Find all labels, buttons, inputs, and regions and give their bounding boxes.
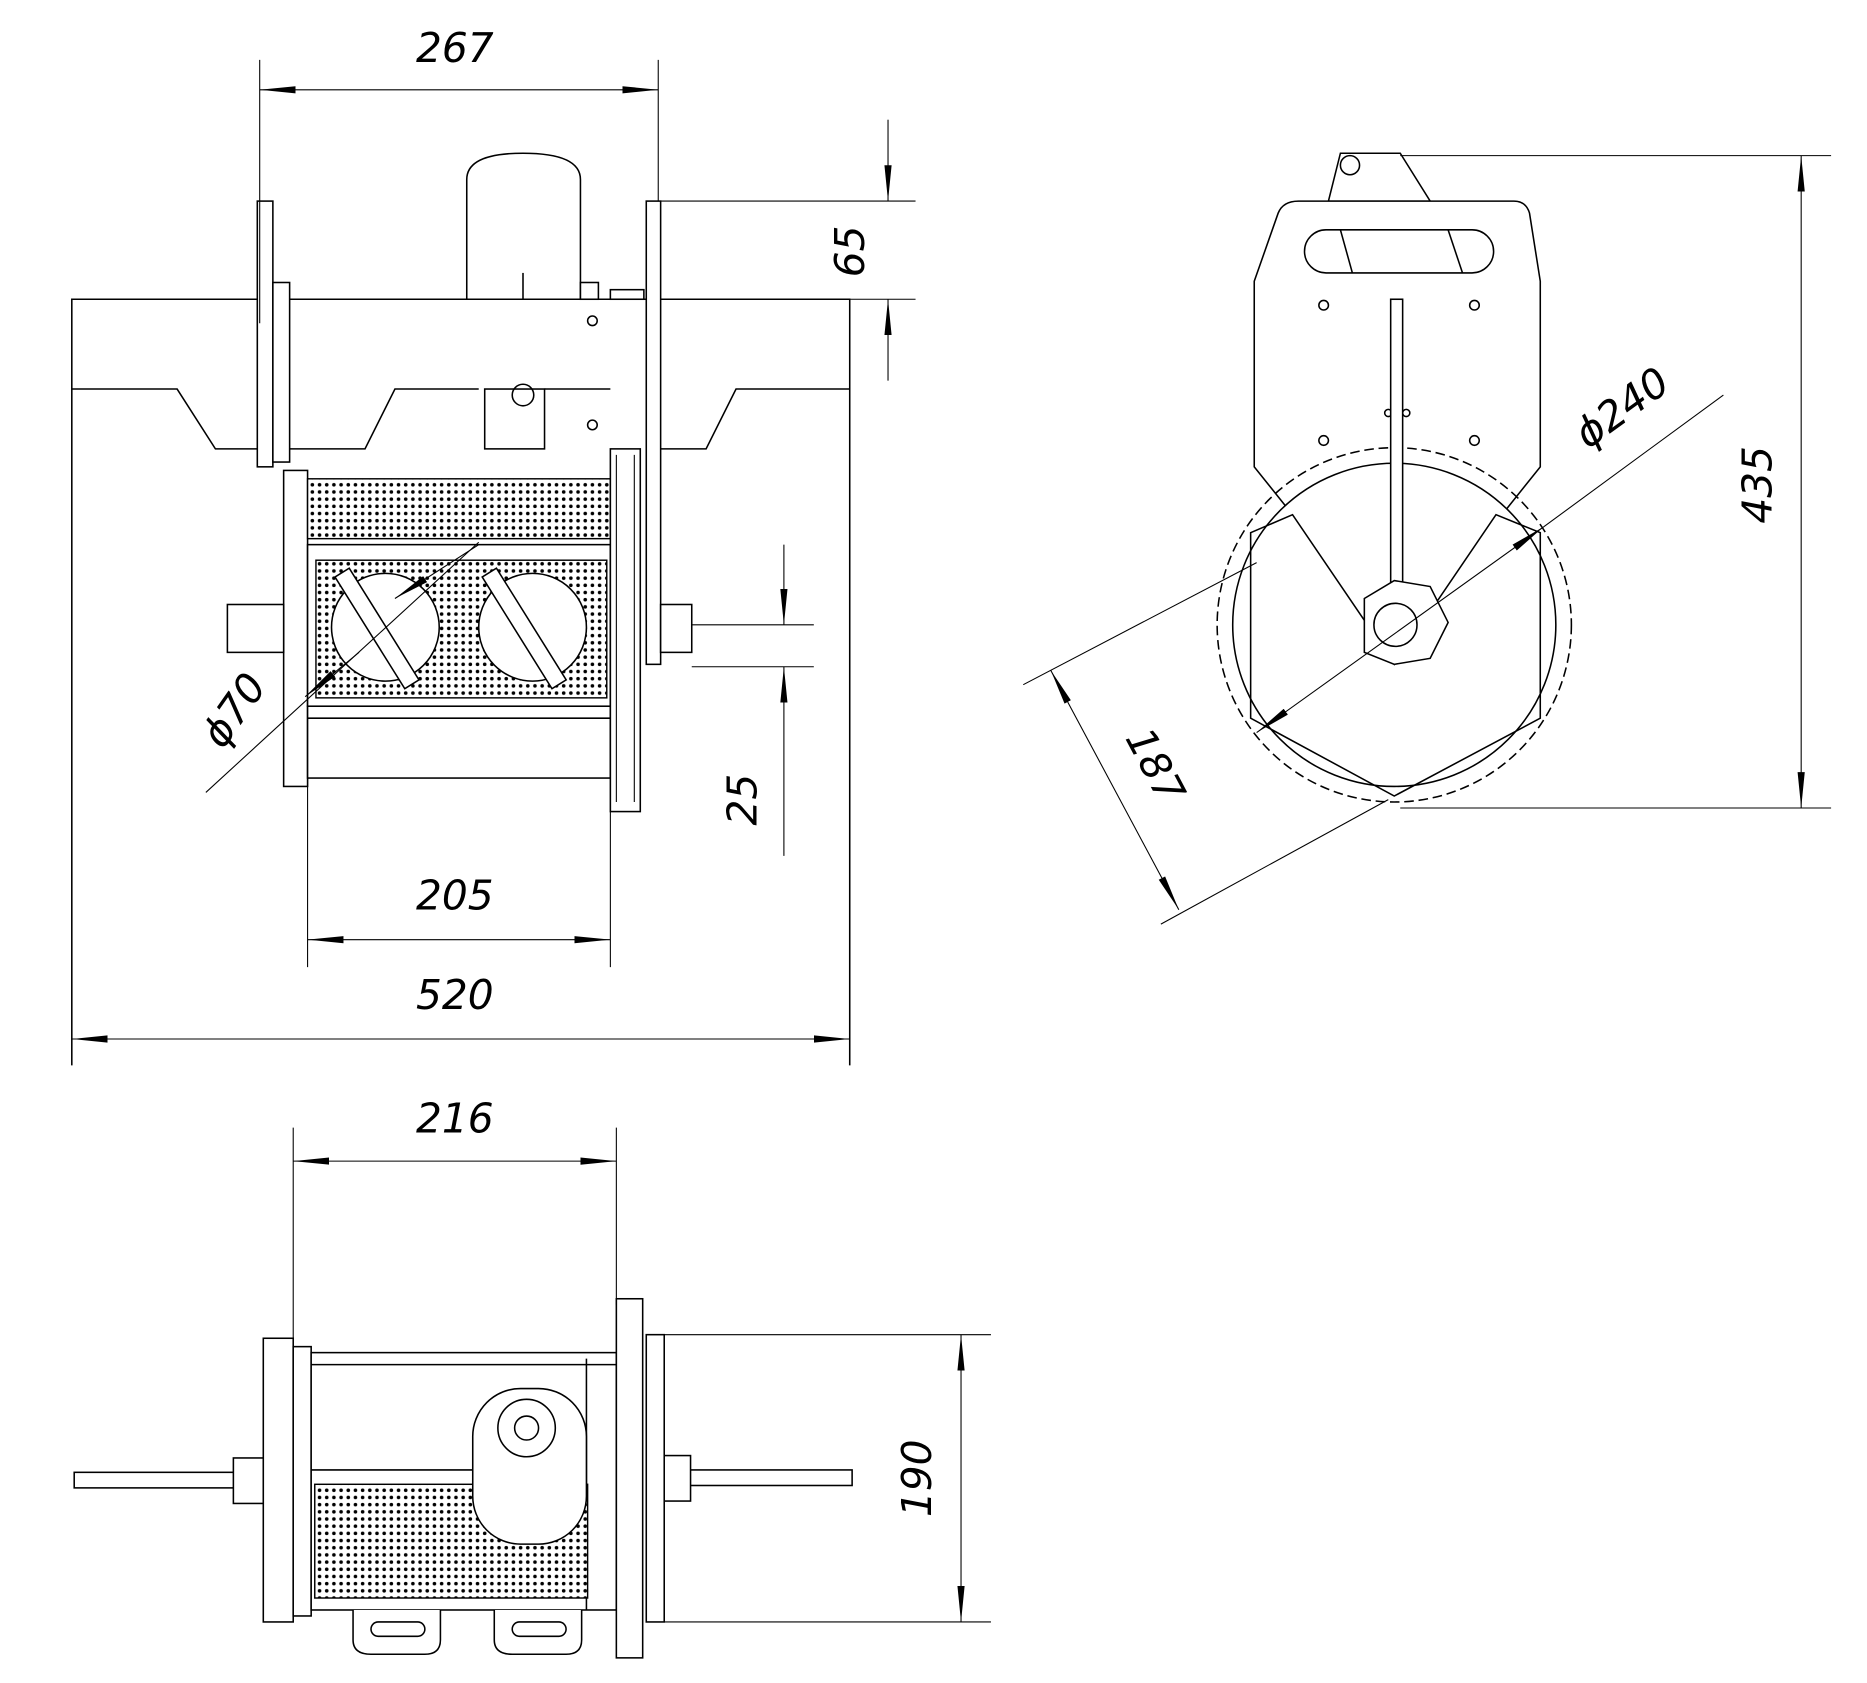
shaft-left xyxy=(226,603,285,654)
shaft-right xyxy=(687,1469,853,1487)
dimension-label: 190 xyxy=(893,1439,941,1517)
motor xyxy=(465,152,645,450)
dimension-267: 267 xyxy=(259,24,659,324)
dimension-label: 205 xyxy=(416,872,494,920)
roller-frame xyxy=(226,448,814,813)
dimension-label: 65 xyxy=(826,225,874,277)
motor-cap xyxy=(1327,152,1432,202)
mounting-holes xyxy=(1318,299,1481,447)
dimension-label: 435 xyxy=(1733,446,1781,524)
side-view: 435 ϕ240 187 xyxy=(1023,152,1832,925)
dimension-435: 435 xyxy=(1400,155,1832,809)
front-view: 267 65 25 ϕ70 205 520 xyxy=(71,24,916,1066)
dimension-216: 216 xyxy=(292,1094,617,1339)
dimension-label: 267 xyxy=(416,24,494,72)
dimension-label: 216 xyxy=(416,1094,494,1142)
dimension-205: 205 xyxy=(307,778,611,968)
dimension-25: 25 xyxy=(718,544,788,856)
dimension-label: 187 xyxy=(1116,720,1195,811)
dimension-65: 65 xyxy=(660,119,916,381)
dimension-label: 25 xyxy=(718,774,766,826)
dimension-520: 520 xyxy=(71,971,850,1043)
dimension-label: 520 xyxy=(416,971,494,1019)
drive-gear xyxy=(609,448,642,813)
motor xyxy=(471,1387,588,1545)
dimension-label: ϕ70 xyxy=(192,664,276,756)
shaft-right xyxy=(659,603,693,654)
top-view: 216 190 xyxy=(73,1094,991,1659)
drive-gear xyxy=(615,1297,644,1659)
shaft-left xyxy=(73,1471,243,1489)
side-plates xyxy=(256,200,662,666)
dimension-190: 190 xyxy=(664,1334,991,1623)
hopper xyxy=(71,298,851,1066)
dimension-label: ϕ240 xyxy=(1565,357,1678,457)
